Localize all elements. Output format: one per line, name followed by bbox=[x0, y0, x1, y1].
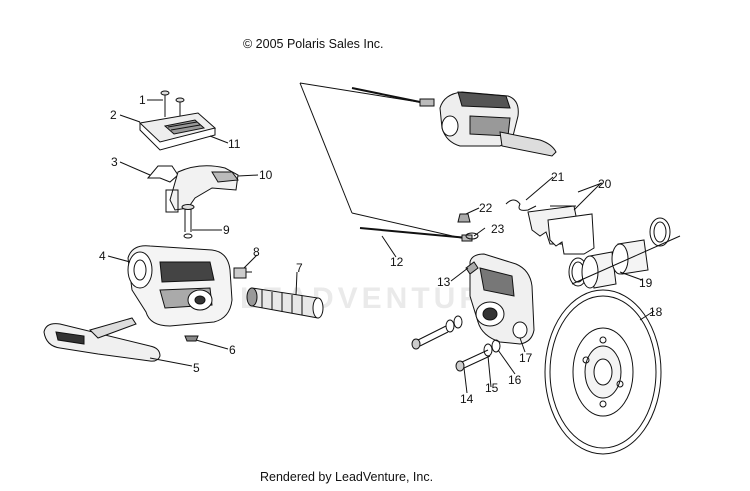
callout-14: 14 bbox=[460, 392, 474, 406]
callout-3: 3 bbox=[111, 155, 118, 169]
callout-8: 8 bbox=[253, 245, 260, 259]
callout-21: 21 bbox=[551, 170, 565, 184]
part-brake-pads bbox=[527, 205, 595, 255]
callout-19: 19 bbox=[639, 276, 653, 290]
part-fitting bbox=[233, 267, 252, 279]
part-reservoir-cover bbox=[138, 112, 217, 151]
callout-17: 17 bbox=[519, 351, 533, 365]
part-grip-sleeve bbox=[246, 287, 324, 319]
callout-15: 15 bbox=[485, 381, 499, 395]
callout-16: 16 bbox=[508, 373, 522, 387]
callout-13: 13 bbox=[437, 275, 451, 289]
part-lever-bracket bbox=[165, 165, 239, 213]
callout-9: 9 bbox=[223, 223, 230, 237]
callout-7: 7 bbox=[296, 261, 303, 275]
part-brake-disc bbox=[544, 289, 662, 455]
part-master-cylinder-assembly bbox=[439, 91, 557, 157]
part-small-screw bbox=[184, 335, 199, 342]
callout-5: 5 bbox=[193, 361, 200, 375]
callout-20: 20 bbox=[598, 177, 612, 191]
callout-22: 22 bbox=[479, 201, 493, 215]
part-caliper bbox=[465, 253, 535, 345]
callout-23: 23 bbox=[491, 222, 505, 236]
part-spring-clip bbox=[505, 199, 537, 211]
copyright-notice: © 2005 Polaris Sales Inc. bbox=[243, 37, 384, 51]
callout-6: 6 bbox=[229, 343, 236, 357]
part-screws bbox=[160, 90, 185, 120]
callout-11: 11 bbox=[228, 137, 241, 151]
part-bolts-washers bbox=[411, 315, 501, 372]
part-clip bbox=[146, 165, 179, 183]
part-brake-lever bbox=[43, 317, 161, 362]
rendered-by-footer: Rendered by LeadVenture, Inc. bbox=[260, 470, 434, 484]
callout-2: 2 bbox=[110, 108, 117, 122]
callout-12: 12 bbox=[390, 255, 404, 269]
part-bleeder bbox=[457, 213, 479, 240]
part-master-cylinder bbox=[127, 245, 233, 327]
callout-4: 4 bbox=[99, 249, 106, 263]
callout-1: 1 bbox=[139, 93, 146, 107]
part-pistons-seals bbox=[568, 217, 681, 289]
leader-lines bbox=[107, 99, 655, 394]
part-pin bbox=[181, 204, 195, 239]
callout-18: 18 bbox=[649, 305, 663, 319]
callout-10: 10 bbox=[259, 168, 273, 182]
